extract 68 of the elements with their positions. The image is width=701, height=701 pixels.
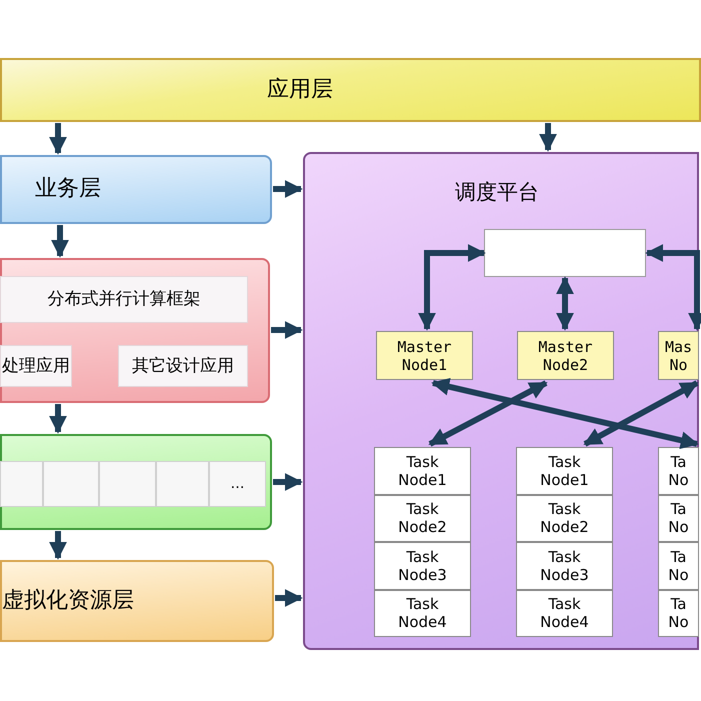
master-node-box	[376, 331, 473, 380]
arrow	[49, 404, 67, 434]
node-label: Ta No	[667, 500, 690, 536]
module-label: 其它设计应用	[132, 356, 234, 376]
arrow	[431, 378, 699, 450]
module-box	[118, 345, 248, 387]
task-node-box	[374, 447, 471, 494]
task-node-box	[658, 542, 699, 590]
task-node-box	[658, 494, 699, 542]
master-node-box	[517, 331, 614, 380]
table-cell	[0, 461, 43, 507]
arrow	[271, 321, 303, 339]
node-label: Task Node4	[539, 595, 590, 632]
arrow	[273, 180, 303, 198]
layer-title: 应用层	[267, 76, 333, 104]
arrow	[539, 123, 557, 152]
task-node-box	[374, 542, 471, 590]
platform-title: 调度平台	[455, 180, 539, 206]
task-node-box	[516, 590, 613, 637]
node-label: Master Node2	[537, 338, 594, 374]
platform-panel	[303, 152, 699, 650]
table-cell	[99, 461, 156, 507]
module-box	[0, 345, 72, 387]
node-label: Master Node1	[396, 338, 453, 374]
module-label: 处理应用	[2, 356, 70, 376]
module-box	[0, 276, 248, 323]
table-cell	[156, 461, 209, 507]
node-label: Task Node2	[397, 500, 448, 536]
layer-band	[0, 58, 701, 122]
node-label: Ta No	[667, 452, 690, 489]
arrow	[275, 589, 303, 607]
task-node-box	[516, 494, 613, 542]
arrow	[273, 473, 303, 491]
task-node-box	[374, 590, 471, 637]
arrow	[645, 244, 701, 331]
task-node-box	[516, 542, 613, 590]
node-label: Mas No	[664, 338, 694, 374]
arrow	[428, 380, 548, 447]
layer-box	[0, 155, 272, 224]
arrow	[556, 276, 574, 331]
layer-title: 业务层	[35, 176, 101, 203]
task-node-box	[374, 494, 471, 542]
arrow	[583, 380, 699, 447]
layer-box	[0, 258, 270, 403]
task-node-box	[516, 447, 613, 494]
node-label: Task Node1	[397, 452, 448, 489]
node-label: Ta No	[667, 595, 690, 632]
master-node-box	[658, 331, 699, 380]
node-label: Task Node4	[397, 595, 448, 632]
layer-title: 虚拟化资源层	[2, 588, 134, 614]
arrow	[418, 244, 486, 331]
task-node-box	[658, 590, 699, 637]
cell-text: …	[230, 476, 244, 492]
node-label: Task Node3	[397, 548, 448, 584]
task-node-box	[658, 447, 699, 494]
table-cell	[43, 461, 99, 507]
layer-box	[0, 560, 274, 642]
arrow	[51, 225, 69, 258]
node-label: Task Node2	[539, 500, 590, 536]
node-label: Task Node1	[539, 452, 590, 489]
arrow	[49, 123, 67, 155]
node-label: Ta No	[667, 548, 690, 584]
coordinator-box	[484, 229, 646, 277]
node-label: Task Node3	[539, 548, 590, 584]
module-label: 分布式并行计算框架	[48, 289, 200, 310]
arrow	[49, 531, 67, 560]
layer-box	[0, 434, 272, 530]
table-cell	[209, 461, 266, 507]
